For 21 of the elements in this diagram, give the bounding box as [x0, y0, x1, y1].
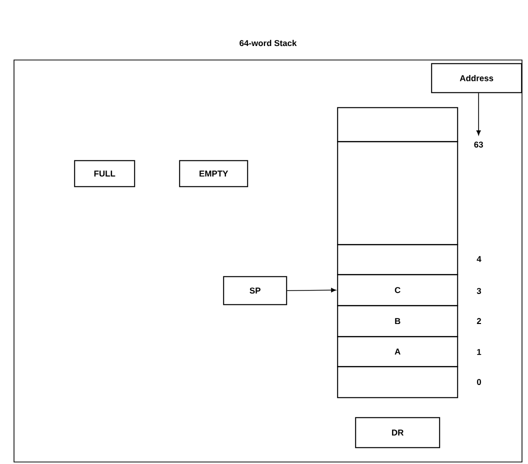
address-number: 2	[476, 318, 482, 324]
stack-cell	[337, 366, 458, 398]
stack-cell	[337, 107, 458, 142]
arrow	[476, 92, 481, 136]
label-box: Address	[431, 63, 522, 94]
address-number: 0	[476, 379, 481, 385]
label-box: FULL	[74, 160, 136, 188]
address-number: 3	[476, 288, 482, 294]
address-number: 4	[476, 256, 482, 262]
stack-cell: C	[337, 274, 458, 306]
title: 64-word Stack	[240, 40, 297, 46]
stack-cell	[337, 141, 458, 246]
label-box: SP	[223, 276, 288, 306]
arrow	[286, 288, 336, 292]
label-box: EMPTY	[179, 160, 248, 188]
address-number: 1	[477, 349, 482, 355]
label-box: DR	[355, 417, 440, 448]
address-number: 63	[474, 142, 483, 148]
stack-cell	[337, 244, 458, 276]
stack-cell: B	[337, 305, 458, 338]
stack-cell: A	[337, 336, 458, 368]
